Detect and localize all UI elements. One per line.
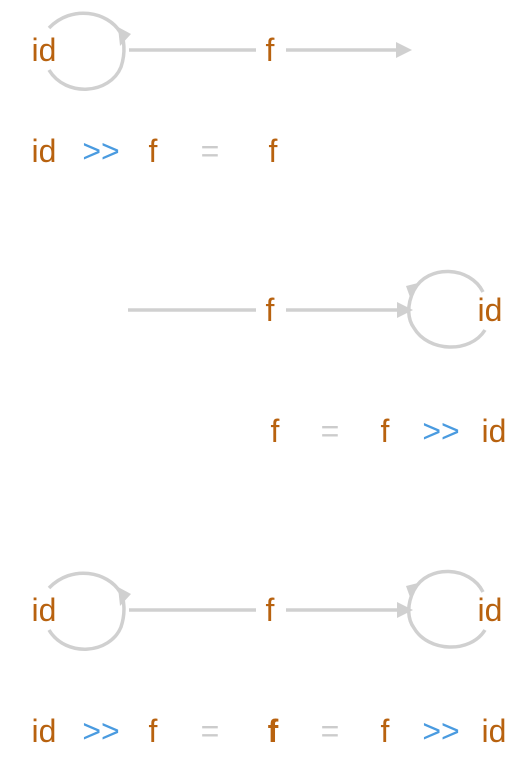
eq-term: f: [149, 133, 158, 169]
eq-term: f: [271, 413, 280, 449]
node-f: f: [266, 32, 275, 68]
diagram-left-identity: id f id >> f = f: [32, 11, 412, 169]
eq-equals: =: [201, 133, 220, 169]
eq-term: f: [381, 413, 390, 449]
loop-arrow-left-head: [118, 27, 131, 46]
equation-left-identity: id >> f = f: [32, 133, 278, 169]
eq-equals: =: [201, 713, 220, 749]
loop-arrow-right: [407, 569, 487, 649]
eq-compose-op: >>: [82, 133, 119, 169]
diagram-right-identity: f id f = f >> id: [128, 269, 507, 449]
eq-term: f: [381, 713, 390, 749]
equation-both-identities: id >> f = f = f >> id: [32, 713, 507, 749]
node-id-right: id: [478, 592, 503, 628]
node-id-left: id: [32, 592, 57, 628]
eq-compose-op: >>: [422, 713, 459, 749]
loop-arrow-right-head: [406, 583, 418, 600]
eq-term: id: [482, 413, 507, 449]
eq-compose-op: >>: [422, 413, 459, 449]
eq-compose-op: >>: [82, 713, 119, 749]
loop-arrow-left-head: [118, 587, 131, 606]
eq-term: id: [32, 133, 57, 169]
eq-term: f: [149, 713, 158, 749]
edge-f-out-head: [396, 42, 412, 58]
eq-term: id: [482, 713, 507, 749]
eq-equals: =: [321, 413, 340, 449]
eq-equals: =: [321, 713, 340, 749]
node-f: f: [266, 292, 275, 328]
loop-arrow-right-head: [406, 283, 418, 300]
edge-f-to-id-head: [397, 602, 413, 618]
loop-arrow-right: [407, 269, 487, 349]
node-f: f: [266, 592, 275, 628]
eq-term: f: [269, 133, 278, 169]
equation-right-identity: f = f >> id: [271, 413, 507, 449]
node-id-right: id: [478, 292, 503, 328]
edge-f-to-id-head: [397, 302, 413, 318]
node-id-left: id: [32, 32, 57, 68]
loop-arrow-left: [47, 11, 126, 91]
loop-arrow-left: [47, 571, 126, 651]
diagram-both-identities: id f id id >> f = f = f >> id: [32, 569, 507, 749]
eq-term: id: [32, 713, 57, 749]
eq-term-center: f: [268, 713, 279, 749]
